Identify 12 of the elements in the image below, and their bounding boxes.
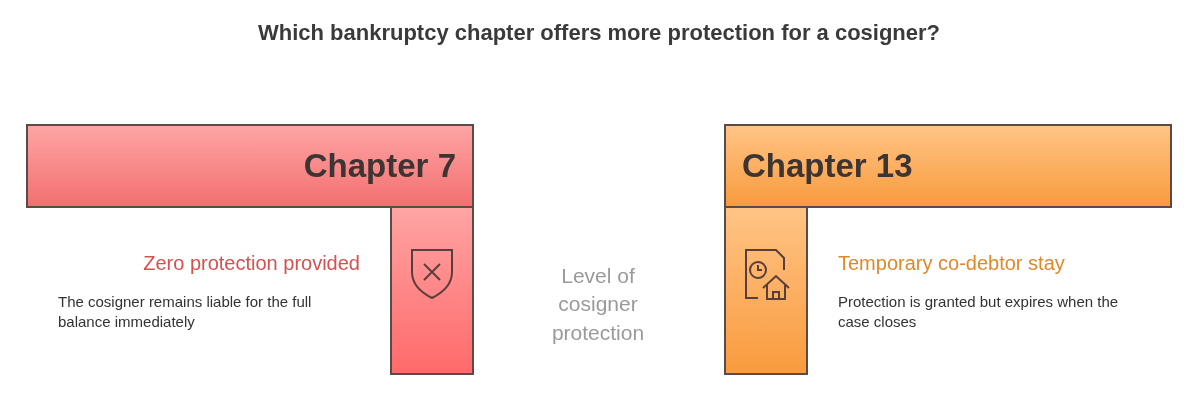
subheading: Temporary co-debtor stay: [838, 252, 1066, 275]
description: Protection is granted but expires when the case closes: [838, 292, 1120, 333]
title: Which bankruptcy chapter offers more protection for a cosigner?: [256, 20, 942, 46]
bar-stem: [724, 206, 808, 375]
bar-stem: [390, 206, 474, 375]
subheading: Zero protection provided: [142, 252, 360, 275]
description: The cosigner remains liable for the full balance immediately: [58, 292, 313, 333]
axis-label: Level of cosigner protection: [550, 263, 646, 346]
chapter-bar: [724, 124, 1172, 208]
chapter-title: Chapter 13: [742, 147, 913, 185]
chapter-bar: [26, 124, 474, 208]
chapter-title: Chapter 7: [303, 147, 456, 185]
